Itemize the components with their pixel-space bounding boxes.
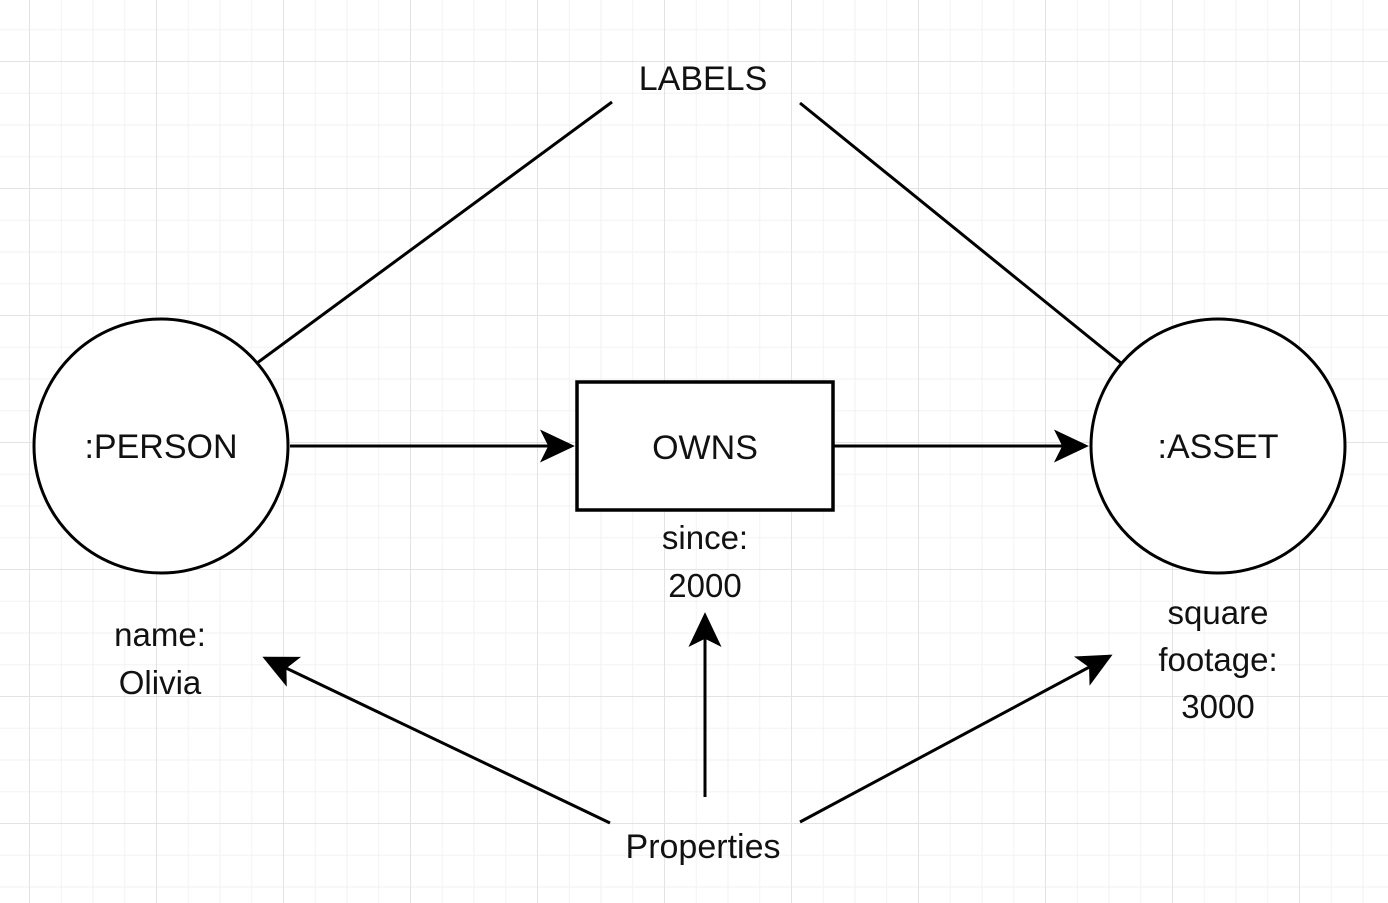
- properties-caption: Properties: [626, 828, 781, 866]
- person-property-line: Olivia: [119, 664, 202, 701]
- asset-property-line: square: [1168, 594, 1269, 631]
- labels-to-asset-arrow: [799, 101, 1177, 408]
- person-property-line: name:: [114, 616, 206, 653]
- relationship-property-line: since:: [662, 519, 748, 556]
- owns-relationship-box: [575, 380, 835, 512]
- person-node: [32, 317, 290, 575]
- properties-to-person-property-arrow: [262, 656, 611, 825]
- person-node-label: :PERSON: [84, 428, 237, 466]
- asset-node-label: :ASSET: [1158, 428, 1279, 466]
- relationship-property-line: 2000: [668, 567, 741, 604]
- asset-property-line: footage:: [1158, 641, 1277, 678]
- asset-node: [1089, 317, 1347, 575]
- owns-relationship-label: OWNS: [652, 429, 758, 467]
- asset-property-line: 3000: [1181, 688, 1254, 725]
- properties-to-asset-property-arrow: [799, 654, 1113, 824]
- labels-to-person-arrow: [197, 100, 613, 407]
- labels-caption: LABELS: [639, 60, 768, 98]
